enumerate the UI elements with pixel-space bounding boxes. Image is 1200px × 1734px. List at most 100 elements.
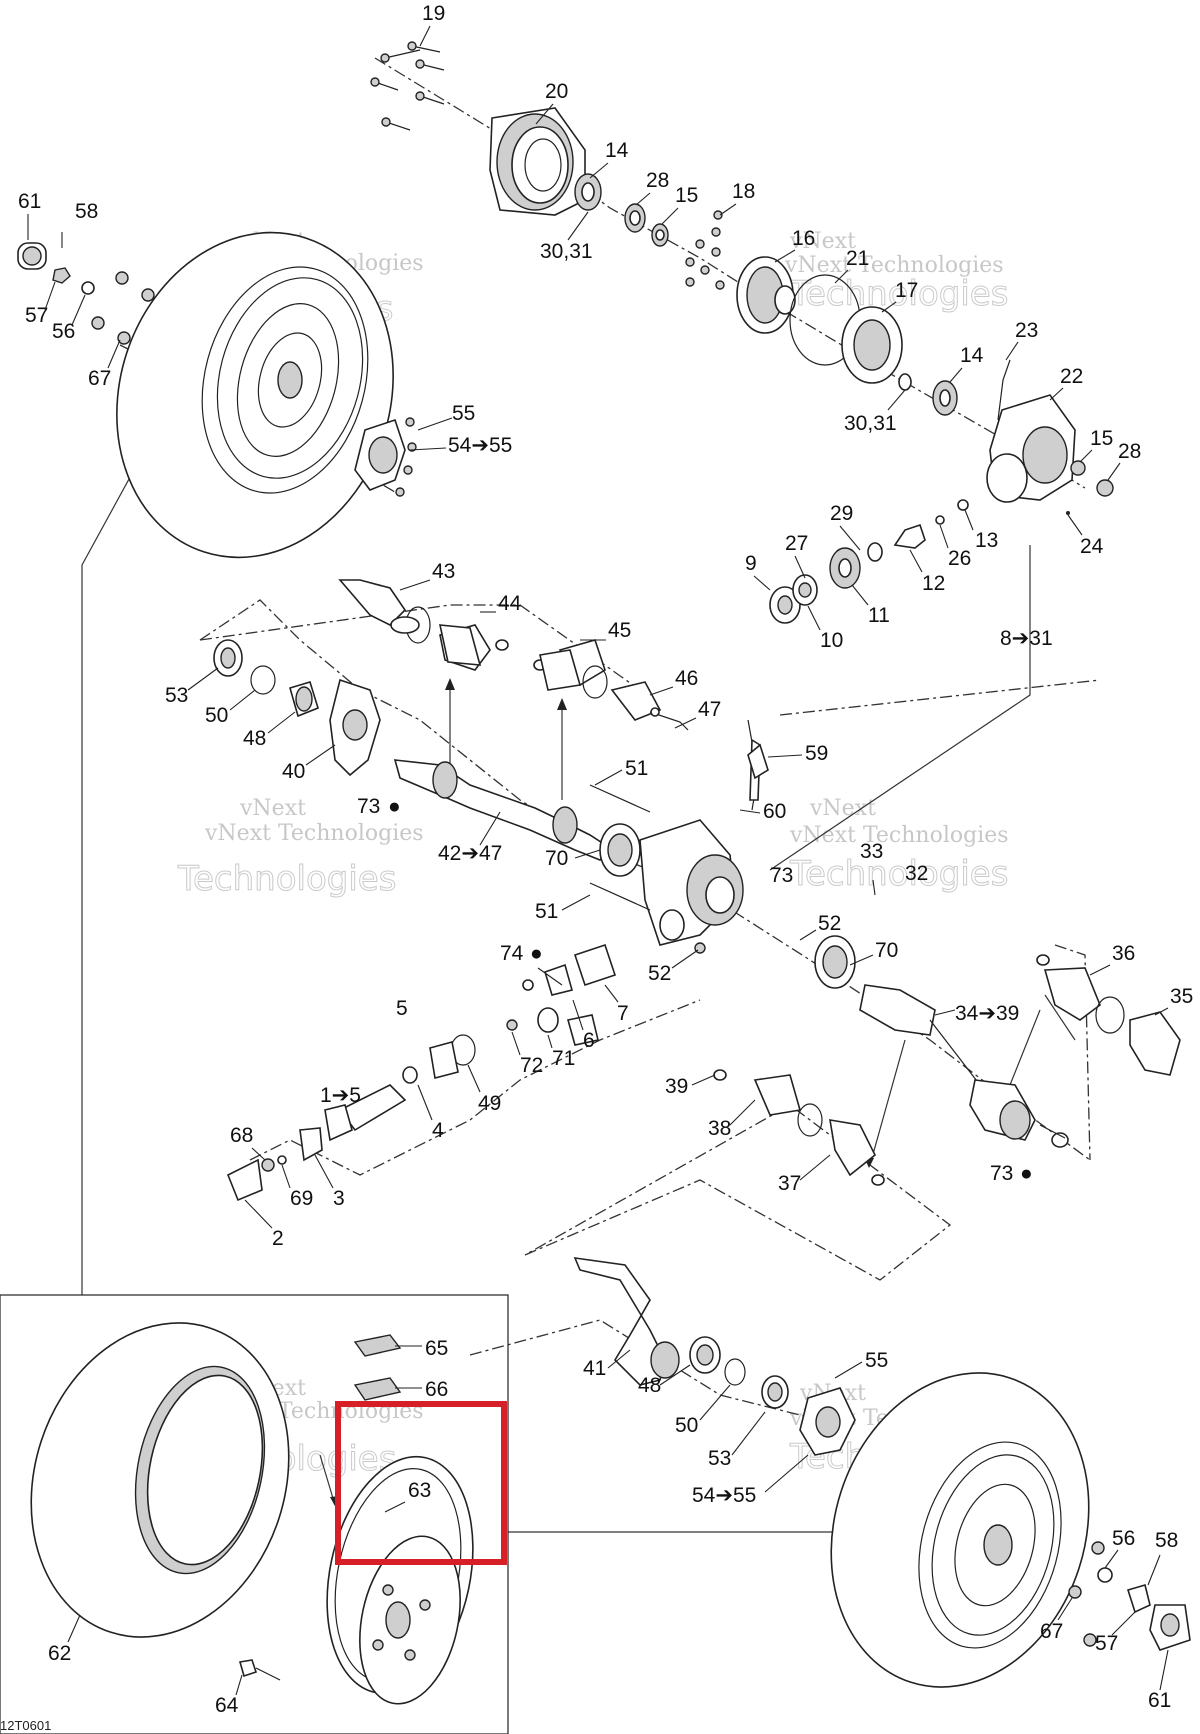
wheel-nut-group-right (1068, 1541, 1191, 1651)
callout-13: 13 (975, 529, 998, 552)
svg-text:vNext: vNext (809, 796, 876, 821)
callout-43: 43 (432, 560, 455, 583)
callout-58-b: 58 (1155, 1529, 1178, 1552)
callout-24: 24 (1080, 535, 1104, 558)
svg-text:vNext Technologies: vNext Technologies (789, 823, 1009, 848)
callout-32: 32 (905, 862, 928, 885)
callout-67-b: 67 (1040, 1620, 1063, 1643)
callout-2: 2 (272, 1227, 284, 1250)
callout-6: 6 (583, 1029, 595, 1052)
svg-text:vNext Technologies: vNext Technologies (204, 821, 424, 846)
callout-59: 59 (805, 742, 828, 765)
callout-1-5: 1➔5 (320, 1084, 361, 1107)
callout-16: 16 (792, 227, 815, 250)
callout-29: 29 (830, 502, 853, 525)
front-right-wheel (830, 1372, 1090, 1688)
callout-30-31-b: 30,31 (844, 412, 897, 435)
diagram-code: 12T0601 (0, 1718, 51, 1733)
callout-65: 65 (425, 1337, 448, 1360)
ring-17 (841, 306, 903, 384)
svg-text:vNext: vNext (239, 796, 306, 821)
callout-17: 17 (895, 279, 918, 302)
boot-kit-37-38 (713, 1069, 885, 1186)
callout-54-55: 54➔55 (448, 434, 512, 457)
callout-12: 12 (922, 572, 945, 595)
callout-37: 37 (778, 1172, 801, 1195)
gearbox-housing-20 (489, 107, 586, 216)
callout-33: 33 (860, 840, 883, 863)
callout-5: 5 (396, 997, 408, 1020)
callout-62: 62 (48, 1642, 71, 1665)
callout-48: 48 (243, 727, 266, 750)
svg-text:vNext: vNext (789, 229, 856, 254)
callout-41: 41 (583, 1357, 606, 1380)
callout-53: 53 (165, 684, 188, 707)
callout-23: 23 (1015, 319, 1038, 342)
callout-46: 46 (675, 667, 698, 690)
svg-text:●: ● (388, 795, 401, 818)
callout-3: 3 (333, 1187, 345, 1210)
svg-text:Technologies: Technologies (789, 274, 1008, 314)
propeller-shaft-rear (226, 943, 617, 1202)
callout-55-b: 55 (865, 1349, 888, 1372)
callout-72: 72 (520, 1054, 543, 1077)
callout-34-39: 34➔39 (955, 1002, 1019, 1025)
callout-55: 55 (452, 402, 475, 425)
bolts-18 (685, 210, 725, 290)
callout-74: 74 (500, 942, 524, 965)
bearing-seal-row-top (574, 173, 669, 247)
callout-44: 44 (498, 592, 522, 615)
pinion-set (769, 499, 969, 624)
bearing-row-mid (898, 373, 958, 416)
svg-text:●: ● (530, 942, 543, 965)
callout-70: 70 (545, 847, 568, 870)
callout-36: 36 (1112, 942, 1135, 965)
front-differential (589, 719, 761, 954)
boot-kit-36 (1036, 954, 1181, 1076)
callout-48-b: 48 (638, 1374, 661, 1397)
svg-text:Technologies: Technologies (789, 854, 1008, 894)
callout-26: 26 (948, 547, 971, 570)
callout-58: 58 (75, 200, 98, 223)
bolts-19 (370, 41, 445, 131)
svg-text:●: ● (1020, 1162, 1033, 1185)
callout-42-47: 42➔47 (438, 842, 502, 865)
callout-51-b: 51 (535, 900, 558, 923)
callout-4: 4 (432, 1119, 444, 1142)
callout-61-b: 61 (1148, 1689, 1171, 1712)
callout-71: 71 (552, 1047, 575, 1070)
callout-50-b: 50 (675, 1414, 698, 1437)
callout-60: 60 (763, 800, 786, 823)
callout-27: 27 (785, 532, 808, 555)
callout-73-c: 73 (990, 1162, 1013, 1185)
knuckle-lower-41 (573, 1257, 856, 1456)
callout-labels: 19 20 14 28 15 30,31 18 16 21 17 30,31 1… (18, 2, 1193, 1717)
callout-66: 66 (425, 1378, 448, 1401)
grease-fitting-59 (747, 743, 769, 780)
callout-35: 35 (1170, 985, 1193, 1008)
boot-kit-44-45 (390, 616, 582, 691)
callout-47: 47 (698, 698, 721, 721)
callout-63: 63 (408, 1479, 431, 1502)
svg-text:vNext Technologies: vNext Technologies (784, 253, 1004, 278)
callout-21: 21 (846, 247, 869, 270)
callout-50: 50 (205, 704, 228, 727)
callout-30-31: 30,31 (540, 240, 593, 263)
callout-15-b: 15 (1090, 427, 1113, 450)
callout-45: 45 (608, 619, 631, 642)
callout-39: 39 (665, 1075, 688, 1098)
callout-53-b: 53 (708, 1447, 731, 1470)
callout-18: 18 (732, 180, 755, 203)
callout-69: 69 (290, 1187, 313, 1210)
callout-15: 15 (675, 184, 698, 207)
callout-7: 7 (617, 1002, 629, 1025)
housing-22 (986, 359, 1114, 503)
callout-57: 57 (25, 304, 48, 327)
callout-40: 40 (282, 760, 305, 783)
cv-shaft-front-right (814, 935, 1069, 1148)
callout-22: 22 (1060, 365, 1083, 388)
svg-text:Technologies: Technologies (177, 859, 396, 899)
callout-14-b: 14 (960, 344, 984, 367)
callout-10: 10 (820, 629, 843, 652)
